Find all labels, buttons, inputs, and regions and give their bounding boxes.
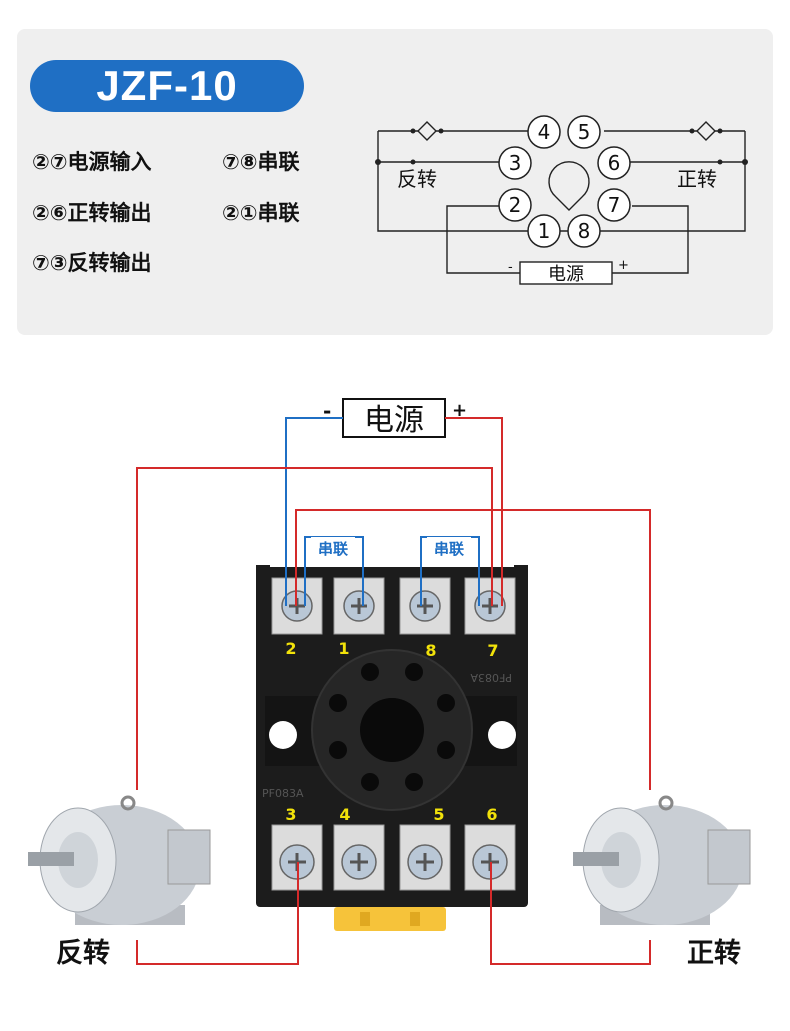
terminal-label-7: 7 [487,641,498,660]
function-forward-output: ②⑥正转输出 [32,201,152,225]
terminal-label-5: 5 [433,805,444,824]
schematic-pin-8: 8 [578,219,591,243]
schematic-minus: - [508,260,513,275]
top-terminals [271,577,516,635]
terminal-label-1: 1 [338,639,349,658]
schematic-pin-7: 7 [608,193,621,217]
schematic-pin-4: 4 [538,120,551,144]
schematic-pin-2: 2 [509,193,522,217]
power-minus: - [323,399,331,423]
terminal-label-8: 8 [425,641,436,660]
schematic-forward-label: 正转 [677,167,717,191]
red-wires [136,417,651,965]
terminal-label-4: 4 [339,805,350,824]
schematic-pin-1: 1 [538,219,551,243]
terminal-label-3: 3 [285,805,296,824]
schematic-pin-6: 6 [608,151,621,175]
series-label-right: 串联 [434,540,465,558]
power-label: 电源 [364,403,424,438]
terminal-label-6: 6 [486,805,497,824]
function-reverse-output: ⑦③反转输出 [32,251,152,275]
schematic-reverse-label: 反转 [397,167,437,191]
function-series-78: ⑦⑧串联 [222,150,300,174]
motor-left [28,795,211,925]
terminal-label-2: 2 [285,639,296,658]
relay-socket: PF083A PF083A [256,565,528,931]
base-marking-bottom: PF083A [262,787,304,800]
series-label-left: 串联 [318,540,349,558]
model-title: JZF-10 [30,60,304,112]
power-plus: + [452,400,467,421]
base-marking-top: PF083A [470,671,512,684]
function-power-input: ②⑦电源输入 [32,150,152,174]
motor-right-label: 正转 [687,938,741,969]
schematic-power-label: 电源 [548,264,584,285]
schematic-pin-5: 5 [578,120,591,144]
schematic-plus: + [618,258,629,273]
motor-right [573,795,751,925]
schematic-pin-3: 3 [509,151,522,175]
motor-left-label: 反转 [56,938,110,969]
function-series-21: ②①串联 [222,201,300,225]
